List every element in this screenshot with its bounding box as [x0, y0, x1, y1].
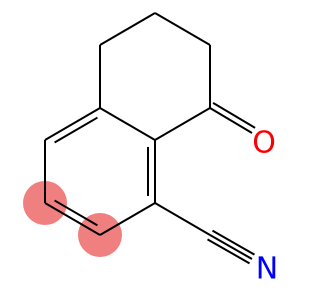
molecule-diagram: ON [23, 12, 278, 287]
bond-c11-n1-a [209, 234, 253, 260]
bond-c3-c4 [99, 12, 156, 46]
bond-c9-c10 [99, 107, 156, 141]
bond-c10-c5 [44, 107, 101, 141]
bond-c11-n1-c [211, 229, 255, 256]
bond-inner-c10-c5 [54, 116, 98, 144]
atom-label-o1: O [252, 126, 276, 161]
bond-c8-c11 [154, 202, 211, 236]
atom-labels: ON [252, 126, 278, 287]
bond-c9-c1 [154, 107, 211, 141]
bond-c11-n1-b [207, 238, 251, 265]
bonds [44, 12, 256, 265]
bond-c1-o1-a [209, 107, 253, 134]
bond-c2-c3 [154, 12, 211, 46]
bond-inner-c6-c7 [54, 199, 98, 227]
atom-label-n1: N [256, 252, 278, 287]
bond-c1-o1-b [212, 101, 256, 129]
bond-c7-c8 [99, 202, 156, 236]
bond-c6-c7 [44, 202, 101, 236]
